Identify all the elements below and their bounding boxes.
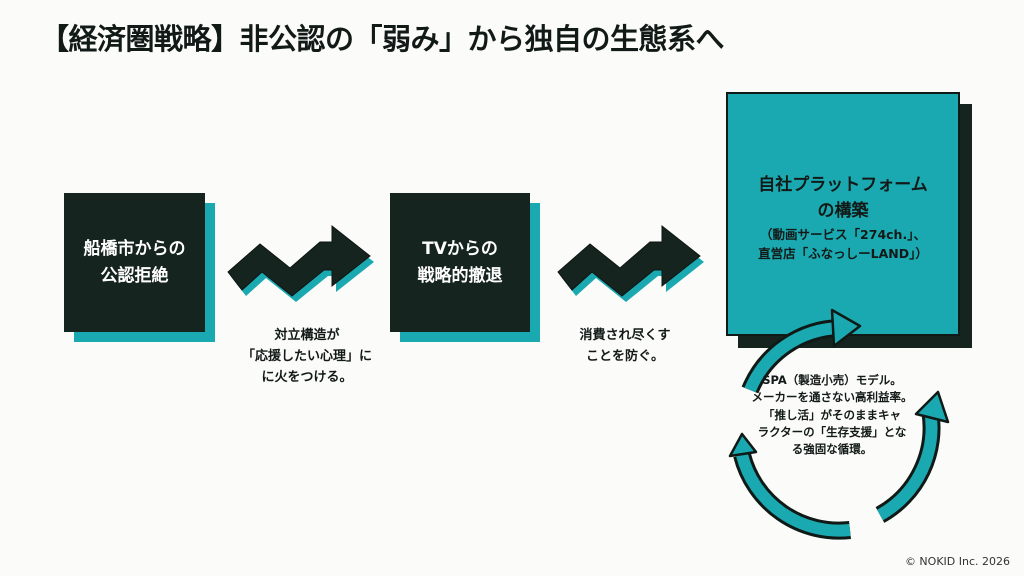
platform-box: 自社プラットフォーム の構築 （動画サービス「274ch.」、 直営店「ふなっし…	[726, 92, 960, 336]
caption-line: 「応援したい心理」に	[241, 348, 372, 364]
copyright: © NOKID Inc. 2026	[904, 555, 1010, 568]
platform-sub-line: （動画サービス「274ch.」、	[760, 226, 926, 242]
caption-line: 消費され尽くす	[579, 328, 671, 343]
zigzag-arrow-icon	[557, 224, 704, 302]
step-box-rejection: 船橋市からの公認拒絶	[64, 193, 205, 332]
cycle-line: る強固な循環。	[791, 442, 873, 456]
step-box-tv-withdrawal: TVからの戦略的撤退	[390, 193, 530, 332]
platform-heading-line: 自社プラットフォーム	[758, 175, 928, 195]
caption-line: に火をつける。	[261, 369, 353, 385]
cycle-line: メーカーを通さない高利益率。	[751, 390, 913, 405]
zigzag-arrow-icon	[227, 224, 374, 302]
platform-sub-line: 直営店「ふなっしーLAND」）	[758, 246, 928, 262]
cycle-line: 「推し活」がそのままキャ	[763, 407, 901, 422]
caption-conflict: 対立構造が 「応援したい心理」に に火をつける。	[232, 326, 382, 388]
caption-consumption: 消費され尽くす ことを防ぐ。	[560, 326, 690, 368]
cycle-arrows-icon	[728, 308, 950, 540]
step-label-line: 戦略的撤退	[417, 265, 503, 286]
platform-heading-line: の構築	[817, 201, 869, 222]
caption-line: 対立構造が	[274, 328, 340, 343]
step-label-line: TVからの	[422, 239, 498, 260]
caption-line: ことを防ぐ。	[585, 348, 664, 364]
step-label-line: 公認拒絶	[100, 265, 169, 286]
step-label-line: 船橋市からの	[83, 239, 186, 260]
page-title: 【経済圏戦略】非公認の「弱み」から独自の生態系へ	[40, 22, 725, 56]
cycle-description: SPA（製造小売）モデル。 メーカーを通さない高利益率。 「推し活」がそのままキ…	[742, 372, 922, 458]
cycle-line: ラクターの「生存支援」とな	[757, 424, 907, 439]
cycle-line: SPA（製造小売）モデル。	[762, 373, 902, 387]
